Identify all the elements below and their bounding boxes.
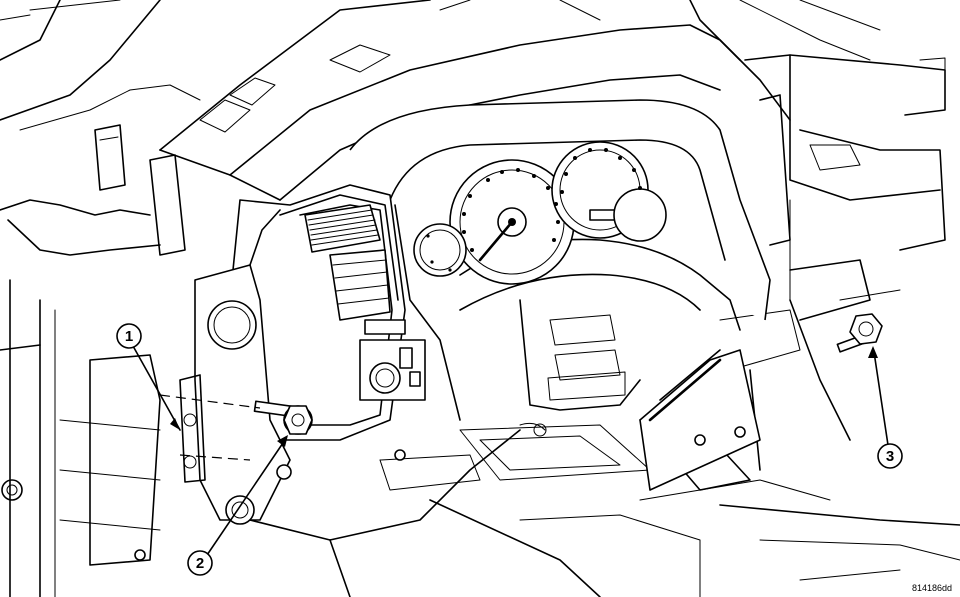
fastener-bolt-right bbox=[836, 313, 883, 353]
left-small-gauge bbox=[413, 223, 467, 277]
body-structure-left bbox=[0, 0, 201, 597]
callout-1: 1 bbox=[116, 323, 142, 349]
callout-leaders bbox=[132, 345, 889, 559]
right-end-bracket bbox=[639, 349, 761, 491]
callout-2: 2 bbox=[187, 550, 213, 576]
air-vent bbox=[304, 204, 391, 321]
headlamp-switch bbox=[359, 319, 426, 401]
lower-dash bbox=[249, 369, 960, 597]
left-end-panel bbox=[179, 209, 292, 525]
dash-top bbox=[159, 0, 881, 201]
tachometer-gauge bbox=[449, 159, 575, 285]
callout-2-label: 2 bbox=[196, 555, 204, 572]
figure-id: 814186dd bbox=[912, 583, 952, 593]
gauge-cluster bbox=[413, 141, 667, 285]
gauge-ticks bbox=[426, 148, 642, 272]
center-stack-bezel bbox=[229, 184, 426, 441]
glove-box-area bbox=[719, 54, 946, 441]
callout-1-label: 1 bbox=[125, 328, 133, 345]
right-small-gauge bbox=[613, 188, 667, 242]
callout-3: 3 bbox=[877, 443, 903, 469]
callout-3-label: 3 bbox=[886, 448, 894, 465]
fastener-bolt-left bbox=[253, 400, 313, 435]
installation-lines bbox=[159, 394, 261, 461]
